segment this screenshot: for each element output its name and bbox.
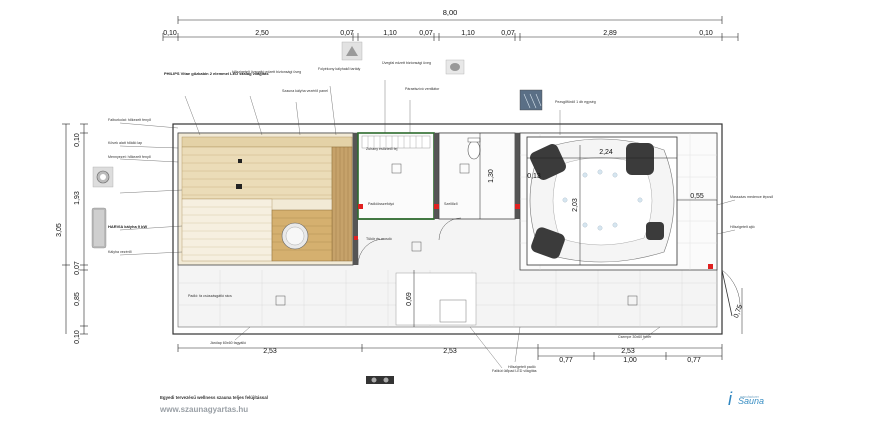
dim-hall-depth: 0,69 xyxy=(406,292,413,306)
note-top-5: Üvegfal edzett biztonsági üveg xyxy=(382,61,431,65)
top-segment-labels: 0,10 2,50 0,07 1,10 0,07 1,10 0,07 2,89 … xyxy=(163,30,713,37)
speaker-thumbnail-icon xyxy=(366,376,394,384)
note-left-1: Falburkolat: hőkezelt fenyő xyxy=(108,118,151,122)
dim-left-4: 0,85 xyxy=(74,292,81,306)
annotations: PHILIPS Vitae gőzkabin 2 elemmel LED sza… xyxy=(108,61,773,373)
note-bottom-1: Járólap 60x60 fagyálló xyxy=(210,341,246,345)
note-left-4: HARVIA kályha 9 kW xyxy=(108,224,147,229)
note-right-3: Hőszigetelt ajtó xyxy=(730,225,755,229)
heater-thumbnail-icon xyxy=(91,207,107,249)
logo-tagline: manufacturer xyxy=(740,395,760,399)
interior-dimensions xyxy=(413,133,743,334)
note-bottom-2: Falikút ülőpad LED világítás xyxy=(492,369,537,373)
note-center-3: Szellőző xyxy=(444,202,458,206)
note-center-1: Zuhany esőztető fej xyxy=(366,147,398,151)
dim-left-1: 1,93 xyxy=(74,191,81,205)
dim-left-0: 0,10 xyxy=(74,133,81,147)
note-top-1: PHILIPS Vitae gőzkabin 2 elemmel LED sza… xyxy=(164,71,269,76)
dim-left-3: 0,07 xyxy=(74,261,81,275)
dim-bottom-mid: 2,53 xyxy=(443,348,457,355)
dim-jacuzzi-gap: 0,13 xyxy=(527,173,541,180)
dim-bottom-right-1: 1,00 xyxy=(623,357,637,364)
dim-top-8: 0,10 xyxy=(699,30,713,37)
note-bottom-4: Csempe 30x60 fehér xyxy=(618,335,652,339)
logo-mark: i xyxy=(728,389,733,409)
leader-lines xyxy=(119,80,736,369)
dim-left-2: 3,05 xyxy=(56,223,63,237)
note-top-4: Folyékony kályhakő tartály xyxy=(318,67,361,71)
top-dimensions xyxy=(162,16,739,41)
dim-top-6: 0,07 xyxy=(501,30,515,37)
dim-top-1: 2,50 xyxy=(255,30,269,37)
thumbnails xyxy=(91,41,543,384)
company-logo: i Sauna manufacturer xyxy=(728,389,764,409)
doors xyxy=(357,217,741,317)
logo-name: Sauna xyxy=(738,396,764,406)
note-center-2: Padlóösszefolyó xyxy=(368,202,394,206)
dim-shower-depth: 1,30 xyxy=(488,169,495,183)
dim-door-side: 0,75 xyxy=(733,304,744,319)
dim-top-4: 0,07 xyxy=(419,30,433,37)
dim-jacuzzi-side: 0,55 xyxy=(690,193,704,200)
dim-jacuzzi-depth: 2,03 xyxy=(572,198,579,212)
sauna-bench-note: Padló: fa csúszásgátló rács xyxy=(188,294,232,298)
dim-top-3: 1,10 xyxy=(383,30,397,37)
note-right-2: Masszázs medence lépcső xyxy=(730,195,773,199)
note-top-6: Páraelszívó ventilátor xyxy=(405,87,440,91)
lamp-thumbnail-icon xyxy=(341,41,363,61)
note-left-3: Mennyezet: hőkezelt fenyő xyxy=(108,155,151,159)
left-dimensions xyxy=(62,123,88,335)
wc-room xyxy=(438,132,520,220)
note-left-5: Kályha vezérlő xyxy=(108,250,132,254)
note-center-4: Tükör és mosdó xyxy=(366,237,392,241)
note-left-2: Kövek alatt hőálló lap xyxy=(108,141,142,145)
note-top-2: Hőszigetelt üvegajtó edzett biztonsági ü… xyxy=(232,70,301,74)
spotlight-thumbnail-icon xyxy=(92,166,114,188)
jets-thumbnail-icon xyxy=(519,89,543,111)
dim-top-0: 0,10 xyxy=(163,30,177,37)
note-top-3: Szauna kályha vezérlő panel xyxy=(282,89,328,93)
shower-room xyxy=(357,132,439,220)
dim-bottom-right-0: 0,77 xyxy=(559,357,573,364)
sauna-room xyxy=(177,132,358,266)
dim-left-5: 0,10 xyxy=(74,330,81,344)
bottom-dimensions xyxy=(177,344,723,360)
dim-bottom-right-total: 2,53 xyxy=(621,348,635,355)
fan-thumbnail-icon xyxy=(445,59,465,75)
dim-top-7: 2,89 xyxy=(603,30,617,37)
dim-bottom-right-2: 0,77 xyxy=(687,357,701,364)
dim-jacuzzi-width: 2,24 xyxy=(599,149,613,156)
dim-top-2: 0,07 xyxy=(340,30,354,37)
left-segment-labels: 0,10 1,93 3,05 0,07 0,85 0,10 xyxy=(56,133,81,344)
toilet-icon xyxy=(467,140,481,160)
dim-total-width: 8,00 xyxy=(443,8,458,17)
jacuzzi-headrest-icon xyxy=(530,143,664,259)
jacuzzi-room xyxy=(519,132,718,271)
dim-bottom-left: 2,53 xyxy=(263,348,277,355)
note-right-1: Pezsgőfürdő 1 db egység xyxy=(555,100,596,104)
hall-bench xyxy=(395,272,477,326)
legend-text: Egyedi tervezésű wellness szauna teljes … xyxy=(160,395,268,400)
dim-top-5: 1,10 xyxy=(461,30,475,37)
red-markers xyxy=(354,204,713,269)
note-bottom-3: Hőszigetelt padló xyxy=(508,365,536,369)
website-url: www.szaunagyartas.hu xyxy=(159,405,248,414)
